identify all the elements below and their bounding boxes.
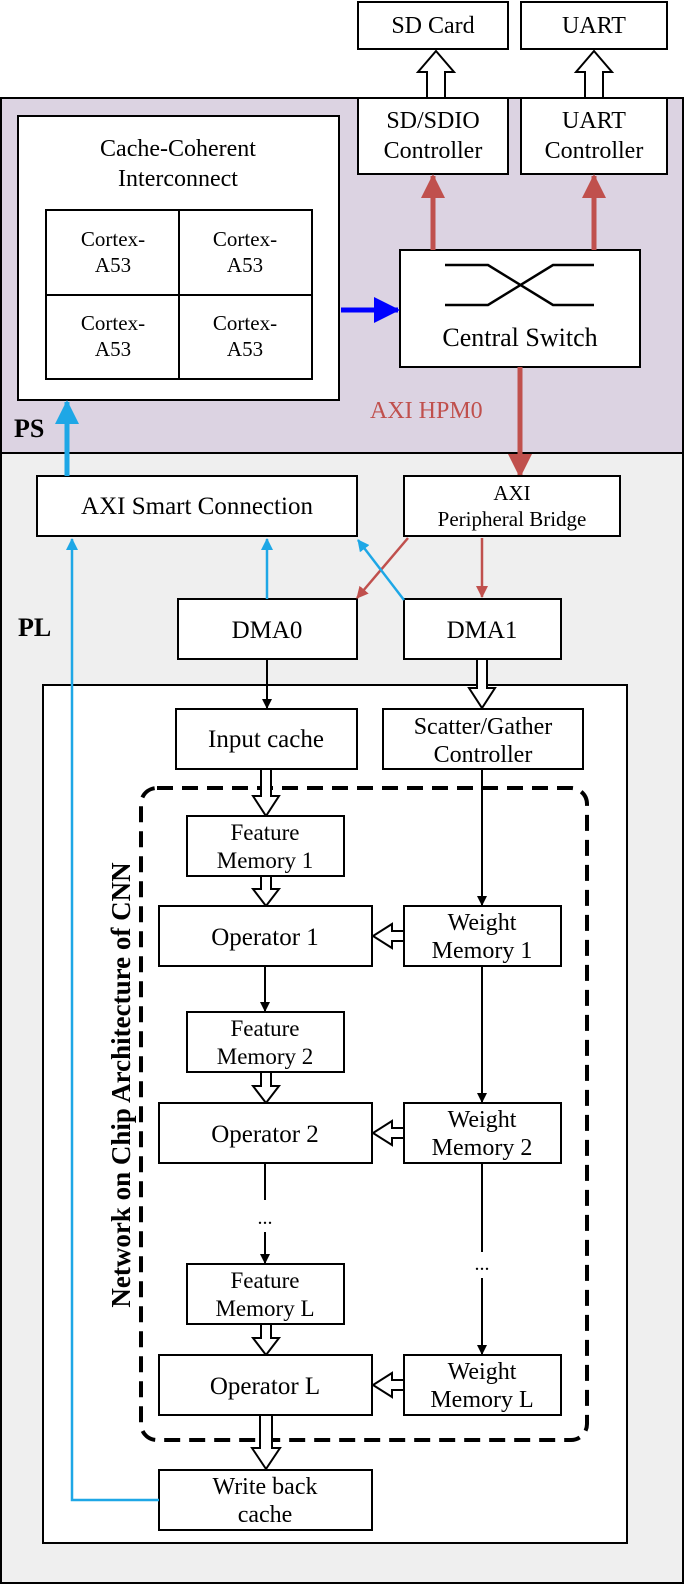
core-1-line1: Cortex- — [81, 227, 145, 251]
hollow-arrow-uart — [573, 49, 615, 101]
opl-to-writeback-hollow-arrow — [250, 1414, 282, 1471]
dma0-label: DMA0 — [232, 617, 303, 644]
ellipsis-right: ... — [475, 1253, 490, 1275]
feature-memory-1-box — [186, 815, 345, 877]
sg-controller-box — [382, 708, 584, 770]
axi-peripheral-bridge-box — [403, 475, 621, 537]
fm1-line1: Feature — [231, 820, 300, 845]
sd-controller-line2: Controller — [384, 138, 483, 164]
fm1-line2: Memory 1 — [217, 848, 313, 873]
dma1-to-sg-hollow-arrow — [467, 658, 497, 710]
dma1-label: DMA1 — [447, 617, 518, 644]
core-3-line2: A53 — [95, 337, 131, 361]
pl-label: PL — [18, 613, 51, 642]
wm1-to-op1-hollow-arrow — [371, 922, 405, 950]
ellipsis-left: ... — [258, 1207, 273, 1229]
uart-controller-line1: UART — [562, 108, 626, 134]
weight-memory-l-box — [403, 1354, 562, 1416]
axi-smart-connection-box — [36, 475, 358, 537]
wm2-line2: Memory 2 — [432, 1135, 533, 1161]
fml-line2: Memory L — [215, 1296, 314, 1321]
core-2-line1: Cortex- — [213, 227, 277, 251]
bridge-to-dma0-arrow — [356, 537, 409, 599]
cci-title-line2: Interconnect — [118, 166, 238, 192]
noc-region — [139, 786, 589, 1442]
fm2-line2: Memory 2 — [217, 1044, 313, 1069]
axi-hpm0-label: AXI HPM0 — [370, 398, 483, 424]
sd-controller-line1: SD/SDIO — [386, 108, 479, 134]
dma0-box — [177, 598, 358, 660]
uart-controller-line2: Controller — [545, 138, 644, 164]
core-4-line1: Cortex- — [213, 311, 277, 335]
dma1-box — [403, 598, 562, 660]
sd-card-box — [357, 1, 509, 50]
wm1-line1: Weight — [448, 910, 517, 936]
fm2-line1: Feature — [231, 1016, 300, 1041]
uart-box — [520, 1, 668, 50]
axi-smart-connection-label: AXI Smart Connection — [81, 493, 313, 520]
wml-line1: Weight — [448, 1359, 517, 1385]
sg-controller-line2: Controller — [434, 742, 533, 768]
feature-memory-l-box — [186, 1263, 345, 1325]
feature-memory-2-box — [186, 1011, 345, 1073]
sd-card-label: SD Card — [391, 13, 474, 39]
hollow-arrow-sd — [415, 49, 457, 101]
input-cache-box — [175, 708, 358, 770]
switch-crossbar-icon — [445, 263, 594, 307]
wml-line2: Memory L — [430, 1387, 533, 1413]
axi-bridge-line1: AXI — [493, 481, 530, 505]
noc-label: Network on Chip Architecture of CNN — [106, 862, 136, 1308]
wm2-to-op2-hollow-arrow — [371, 1119, 405, 1147]
core-3-line1: Cortex- — [81, 311, 145, 335]
uart-label: UART — [562, 13, 626, 39]
fml-to-opl-hollow-arrow — [250, 1323, 282, 1357]
wml-to-opl-hollow-arrow — [371, 1371, 405, 1399]
wm2-line1: Weight — [448, 1107, 517, 1133]
dma1-to-smart-arrow — [357, 539, 405, 601]
write-back-cache-box — [158, 1469, 373, 1531]
writeback-to-smart-path — [66, 538, 159, 1502]
operator-1-label: Operator 1 — [211, 924, 319, 951]
operator-2-label: Operator 2 — [211, 1121, 319, 1148]
input-cache-label: Input cache — [208, 726, 324, 753]
weight-memory-1-box — [403, 905, 562, 967]
fm2-to-op2-hollow-arrow — [250, 1071, 282, 1105]
fml-line1: Feature — [231, 1268, 300, 1293]
ps-label: PS — [14, 414, 44, 443]
sg-controller-line1: Scatter/Gather — [414, 714, 553, 740]
input-to-fm1-hollow-arrow — [251, 768, 281, 818]
uart-controller-box — [520, 97, 668, 175]
cci-title-line1: Cache-Coherent — [100, 136, 256, 162]
operator-1-box — [158, 905, 373, 967]
operator-2-box — [158, 1102, 373, 1164]
fm1-to-op1-hollow-arrow — [250, 875, 282, 908]
wm1-line2: Memory 1 — [432, 938, 533, 964]
core-2-line2: A53 — [227, 253, 263, 277]
wbc-line2: cache — [238, 1502, 293, 1528]
axi-bridge-line2: Peripheral Bridge — [438, 507, 587, 531]
wbc-line1: Write back — [213, 1474, 318, 1500]
central-switch-label: Central Switch — [442, 323, 597, 352]
core-1-line2: A53 — [95, 253, 131, 277]
operator-l-box — [158, 1354, 373, 1416]
operator-l-label: Operator L — [210, 1373, 320, 1400]
core-4-line2: A53 — [227, 337, 263, 361]
